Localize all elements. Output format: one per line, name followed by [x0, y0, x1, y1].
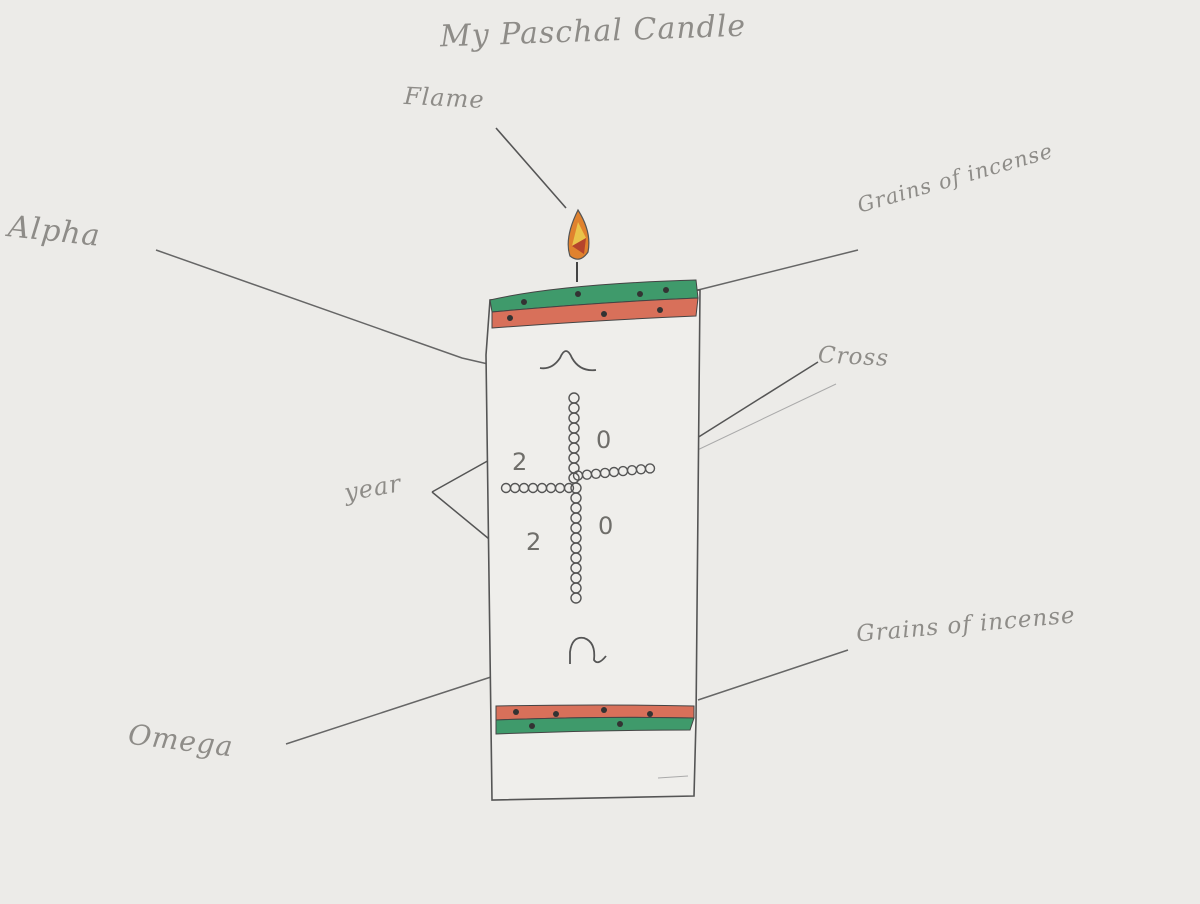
alpha-symbol	[539, 350, 597, 372]
flame-icon	[567, 208, 590, 260]
grains-bottom-leader-line	[697, 649, 849, 701]
alpha-leader-line	[155, 249, 489, 365]
year-digit-bottom-left: 2	[526, 528, 542, 556]
cross-grain	[644, 463, 656, 474]
cross-grain	[570, 592, 582, 604]
omega-leader-line	[285, 675, 495, 745]
grains-top-leader-line	[697, 249, 859, 291]
candle-bottom-mark	[657, 775, 689, 779]
year-bracket	[431, 450, 513, 551]
cross-grain	[563, 482, 575, 494]
year-digit-top-left: 2	[512, 448, 528, 476]
bottom-incense-grains	[513, 707, 653, 729]
year-digit-top-right: 0	[596, 426, 612, 454]
label-flame: Flame	[403, 81, 486, 115]
omega-symbol	[569, 636, 607, 664]
top-incense-grains	[507, 287, 669, 321]
cross-of-grains	[500, 392, 656, 604]
label-cross: Cross	[817, 342, 890, 372]
top-band-red	[491, 297, 699, 329]
candle-body	[485, 289, 701, 801]
year-digit-bottom-right: 0	[598, 512, 614, 540]
bottom-band-green	[495, 716, 695, 735]
flame-leader-line	[495, 127, 567, 209]
